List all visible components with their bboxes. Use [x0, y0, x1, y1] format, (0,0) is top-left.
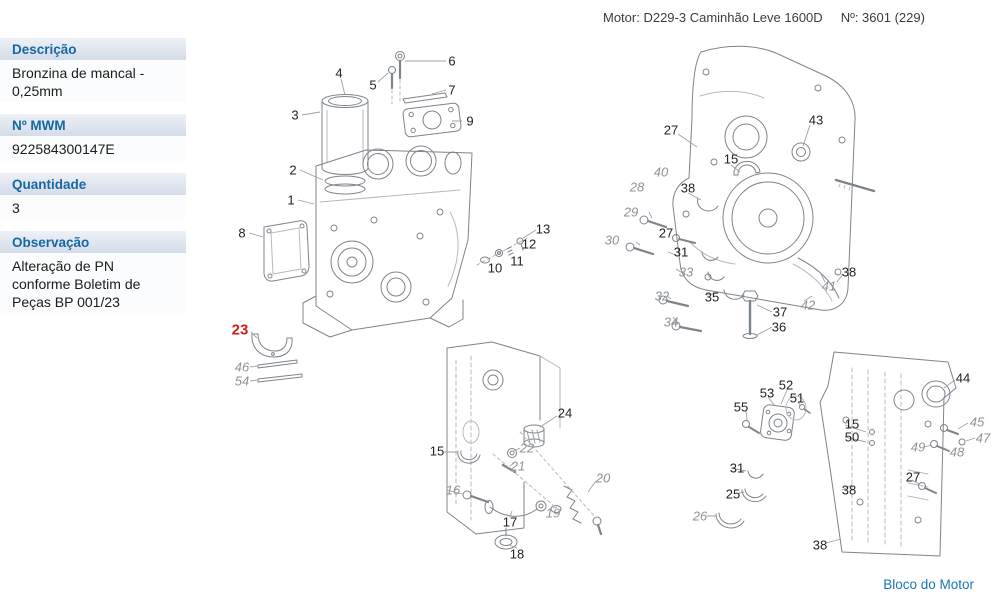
part-callout-6[interactable]: 6 [448, 53, 456, 69]
part-callout-15[interactable]: 15 [844, 416, 860, 432]
part-callout-20[interactable]: 20 [595, 470, 611, 486]
part-callout-45[interactable]: 45 [969, 414, 985, 430]
part-callout-38[interactable]: 38 [841, 482, 857, 498]
info-section-label: Quantidade [0, 172, 186, 195]
part-callout-48[interactable]: 48 [949, 444, 965, 460]
part-callout-18[interactable]: 18 [509, 546, 525, 562]
info-section-value: Bronzina de mancal - 0,25mm [0, 60, 186, 103]
part-callout-46[interactable]: 46 [234, 359, 250, 375]
part-callout-37[interactable]: 37 [772, 304, 788, 320]
part-callout-41[interactable]: 41 [821, 278, 837, 294]
part-callout-15[interactable]: 15 [723, 151, 739, 167]
part-callout-4[interactable]: 4 [335, 65, 343, 81]
part-callout-44[interactable]: 44 [955, 370, 971, 386]
motor-number: Nº: 3601 (229) [840, 10, 925, 25]
part-callout-32[interactable]: 32 [654, 288, 670, 304]
part-callout-38[interactable]: 38 [680, 180, 696, 196]
part-callout-38[interactable]: 38 [841, 264, 857, 280]
part-callout-10[interactable]: 10 [487, 260, 503, 276]
part-callout-43[interactable]: 43 [808, 112, 824, 128]
motor-header: Motor: D229-3 Caminhão Leve 1600D Nº: 36… [603, 10, 925, 25]
part-callout-27[interactable]: 27 [663, 122, 679, 138]
part-callout-3[interactable]: 3 [291, 107, 299, 123]
part-callout-42[interactable]: 42 [800, 297, 816, 313]
part-callout-53[interactable]: 53 [759, 385, 775, 401]
info-section-value: Alteração de PN conforme Boletim de Peça… [0, 252, 186, 314]
info-section-label: Descrição [0, 38, 186, 60]
info-section-label: Observação [0, 230, 186, 253]
part-callout-21[interactable]: 21 [510, 458, 526, 474]
part-callout-7[interactable]: 7 [448, 82, 456, 98]
part-callout-8[interactable]: 8 [238, 225, 246, 241]
part-callout-34[interactable]: 34 [663, 314, 679, 330]
part-callout-1[interactable]: 1 [287, 192, 295, 208]
motor-label: Motor: D229-3 Caminhão Leve 1600D [603, 10, 823, 25]
part-callout-51[interactable]: 51 [789, 390, 805, 406]
part-callout-52[interactable]: 52 [778, 377, 794, 393]
part-callout-47[interactable]: 47 [975, 430, 991, 446]
info-section-value: 3 [0, 194, 186, 219]
part-callout-11[interactable]: 11 [510, 253, 524, 269]
part-callout-54[interactable]: 54 [234, 373, 250, 389]
part-callout-22[interactable]: 22 [519, 440, 535, 456]
part-callout-28[interactable]: 28 [629, 179, 645, 195]
part-callout-24[interactable]: 24 [557, 405, 573, 421]
part-callout-36[interactable]: 36 [771, 319, 787, 335]
part-callout-9[interactable]: 9 [466, 113, 474, 129]
part-callout-26[interactable]: 26 [692, 508, 708, 524]
part-callout-25[interactable]: 25 [725, 486, 741, 502]
info-section-label: Nº MWM [0, 114, 186, 137]
part-callout-15[interactable]: 15 [429, 443, 445, 459]
part-callout-5[interactable]: 5 [369, 77, 377, 93]
part-callout-2[interactable]: 2 [289, 162, 297, 178]
part-callout-13[interactable]: 13 [535, 221, 551, 237]
part-callout-29[interactable]: 29 [623, 204, 639, 220]
part-callout-50[interactable]: 50 [844, 429, 860, 445]
part-callout-35[interactable]: 35 [704, 289, 720, 305]
part-callout-19[interactable]: 19 [545, 505, 561, 521]
part-callout-27[interactable]: 27 [905, 469, 921, 485]
bloco-do-motor-link[interactable]: Bloco do Motor [883, 577, 974, 592]
part-callout-30[interactable]: 30 [604, 232, 620, 248]
part-callout-31[interactable]: 31 [673, 244, 689, 260]
part-callout-12[interactable]: 12 [521, 236, 537, 252]
part-callout-27[interactable]: 27 [658, 225, 674, 241]
part-callout-23[interactable]: 23 [231, 321, 249, 339]
part-callout-31[interactable]: 31 [729, 460, 745, 476]
part-callout-40[interactable]: 40 [653, 164, 669, 180]
part-callout-55[interactable]: 55 [733, 399, 749, 415]
part-callout-49[interactable]: 49 [910, 439, 926, 455]
part-callout-17[interactable]: 17 [502, 514, 518, 530]
part-callout-38[interactable]: 38 [812, 537, 828, 553]
info-section-value: 922584300147E [0, 136, 186, 161]
part-callout-33[interactable]: 33 [678, 264, 694, 280]
part-callout-16[interactable]: 16 [445, 482, 461, 498]
